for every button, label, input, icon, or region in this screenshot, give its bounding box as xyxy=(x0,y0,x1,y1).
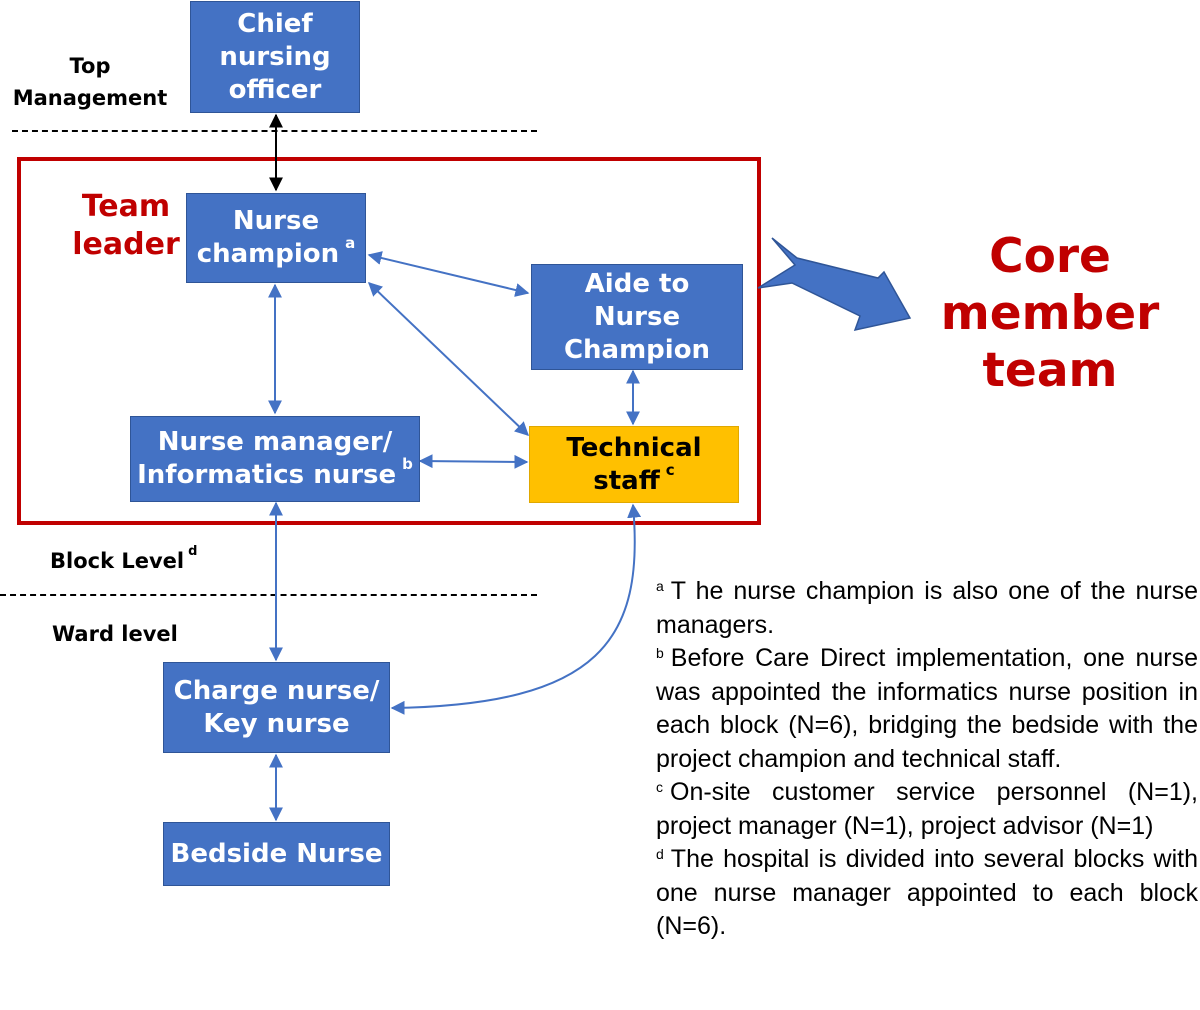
node-technical-staff-label: Technical staff xyxy=(566,432,702,496)
block-level-note-mark: d xyxy=(188,544,198,559)
team-leader-label: Team leader xyxy=(72,189,180,262)
footnote-a-text: T he nurse champion is also one of the n… xyxy=(656,577,1198,639)
core-team-frame xyxy=(17,157,761,525)
node-bedside-nurse: Bedside Nurse xyxy=(163,822,390,886)
block-level-text: Block Level xyxy=(50,549,185,573)
core-team-big-arrow xyxy=(757,237,912,332)
footnote-c-text: On-site customer service personnel (N=1)… xyxy=(656,778,1198,840)
node-nurse-manager: Nurse manager/ Informatics nurse b xyxy=(130,416,420,502)
footnote-d-mark: d xyxy=(656,846,664,862)
node-nurse-manager-note-mark: b xyxy=(402,455,413,473)
footnote-c-mark: c xyxy=(656,779,663,795)
footnote-d-text: The hospital is divided into several blo… xyxy=(656,845,1198,940)
footnote-b-mark: b xyxy=(656,645,664,661)
node-bedside-nurse-label: Bedside Nurse xyxy=(170,838,383,869)
node-nurse-champion-label: Nurse champion xyxy=(196,206,340,269)
connector-manager-technical xyxy=(418,454,529,469)
footnote-b-text: Before Care Direct implementation, one n… xyxy=(656,644,1198,773)
footnote-a-mark: a xyxy=(656,578,664,594)
node-technical-staff-note-mark: c xyxy=(665,460,675,479)
level-label-ward: Ward level xyxy=(52,622,178,646)
node-charge-nurse: Charge nurse/ Key nurse xyxy=(163,662,390,753)
node-nurse-manager-label: Nurse manager/ Informatics nurse xyxy=(137,427,397,490)
node-aide-to-nurse-champion: Aide to Nurse Champion xyxy=(531,264,743,370)
core-member-team-label: Core member team xyxy=(940,229,1160,398)
separator-ward-level xyxy=(0,594,537,596)
connector-technical-charge xyxy=(390,503,642,715)
node-aide-label: Aide to Nurse Champion xyxy=(563,268,711,365)
node-nurse-champion: Nurse champion a xyxy=(186,193,366,283)
connector-champion-aide xyxy=(367,251,530,297)
level-label-top-management: Top Management xyxy=(12,54,168,110)
node-nurse-champion-note-mark: a xyxy=(345,234,356,252)
node-nurse-champion-content: Nurse champion a xyxy=(197,205,356,271)
node-chief-nursing-officer-label: Chief nursing officer xyxy=(219,8,331,105)
node-chief-nursing-officer: Chief nursing officer xyxy=(190,1,360,113)
node-nurse-manager-content: Nurse manager/ Informatics nurse b xyxy=(137,426,413,492)
connector-champion-technical xyxy=(367,282,530,436)
node-charge-nurse-label: Charge nurse/ Key nurse xyxy=(173,675,380,739)
